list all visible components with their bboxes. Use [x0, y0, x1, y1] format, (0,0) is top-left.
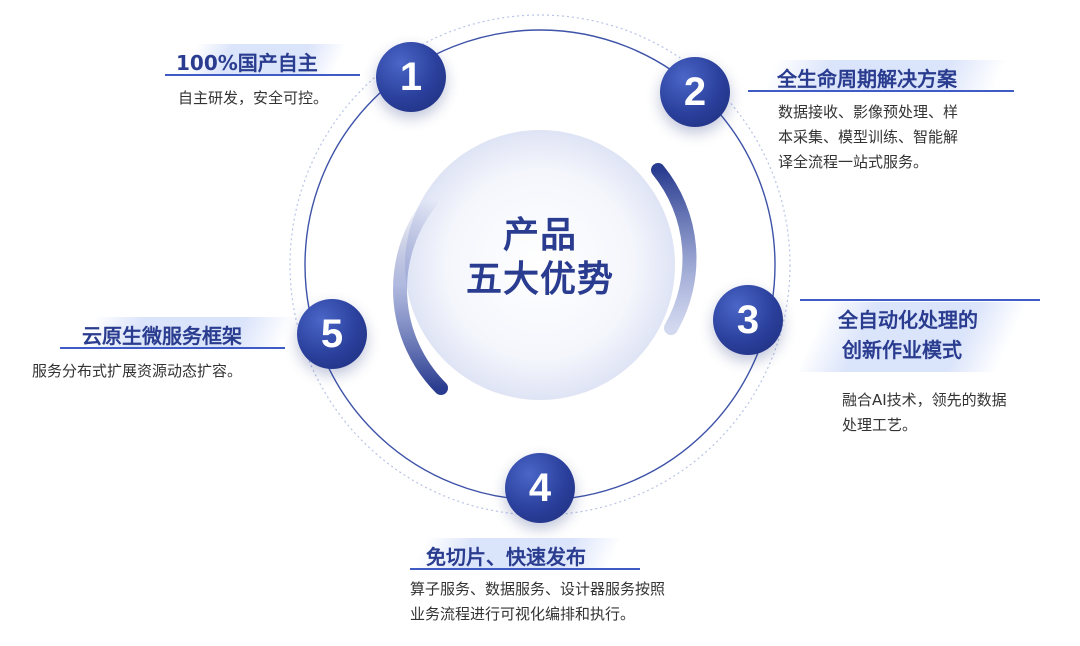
center-title-line1: 产品: [502, 215, 577, 256]
advantage-3-desc: 融合AI技术，领先的数据 处理工艺。: [842, 391, 1007, 434]
badge-1: 1: [376, 42, 446, 112]
title-underline-5: [60, 347, 285, 349]
title-underline-4: [410, 568, 640, 570]
advantage-5-title: 云原生微服务框架: [82, 324, 242, 348]
title-underline-2: [748, 90, 1014, 92]
advantage-5-desc: 服务分布式扩展资源动态扩容。: [32, 362, 243, 380]
center-title-line2: 五大优势: [465, 259, 614, 300]
badge-3: 3: [713, 285, 783, 355]
outer-dotted-ring: [289, 14, 791, 516]
title-underline-1: [165, 74, 360, 76]
badge-5: 5: [297, 299, 367, 369]
left-arc: [393, 193, 448, 395]
badge-2: 2: [660, 57, 730, 127]
advantage-2-title: 全生命周期解决方案: [777, 67, 957, 91]
center-title: 产品 五大优势: [450, 214, 630, 302]
advantage-1-title: 100%国产自主: [176, 51, 318, 75]
advantage-4-desc: 算子服务、数据服务、设计器服务按照 业务流程进行可视化编排和执行。: [410, 580, 666, 623]
advantage-4-title: 免切片、快速发布: [426, 545, 586, 569]
title-underline-3: [800, 299, 1040, 301]
badge-4: 4: [505, 453, 575, 523]
advantage-3-title: 全自动化处理的 创新作业模式: [838, 308, 978, 362]
right-arc: [651, 163, 697, 335]
advantage-2-desc: 数据接收、影像预处理、样 本采集、模型训练、智能解 译全流程一站式服务。: [778, 103, 959, 171]
advantage-1-desc: 自主研发，安全可控。: [178, 89, 329, 107]
inner-glow: [405, 130, 675, 400]
